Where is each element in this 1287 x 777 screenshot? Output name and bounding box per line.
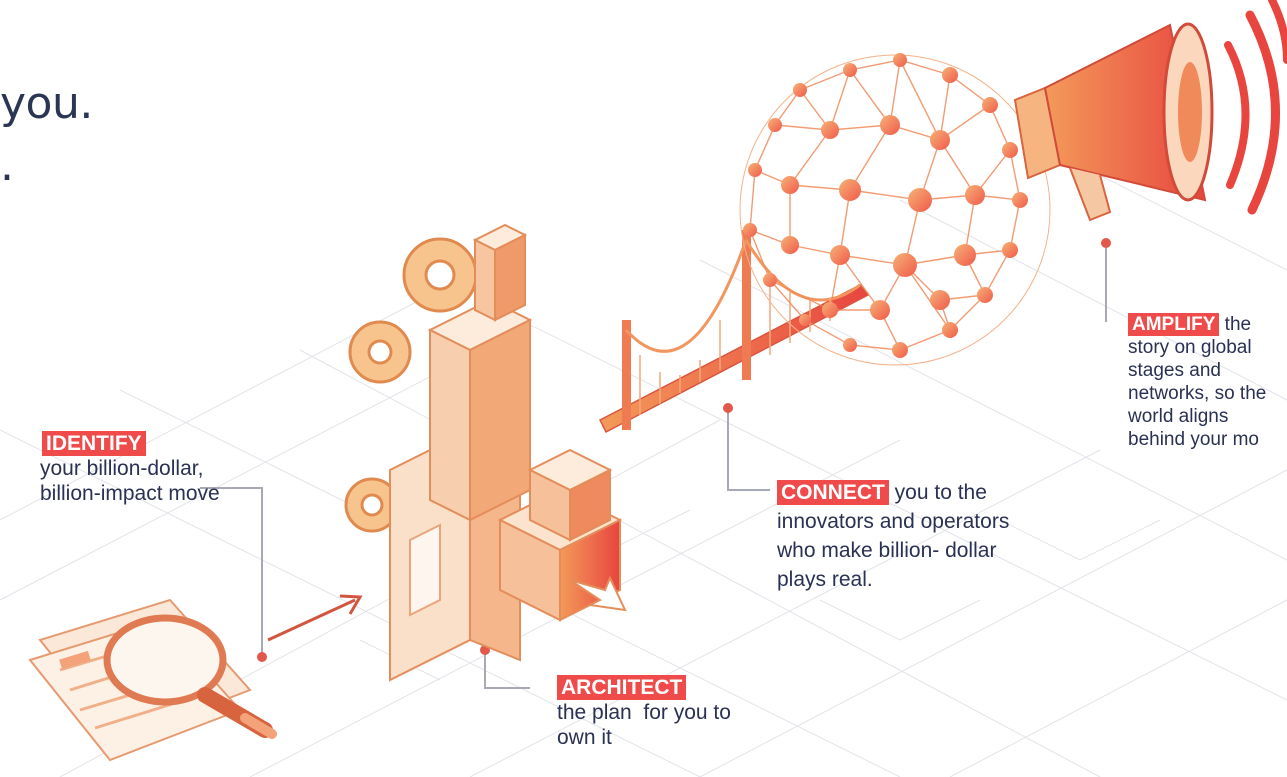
architect-desc-line-1: the plan for you to xyxy=(557,701,731,724)
amplify-desc-line-6: behind your mo xyxy=(1128,429,1259,450)
connect-desc-line-4: plays real. xyxy=(777,568,873,591)
headline-line-1: you. xyxy=(0,78,93,129)
megaphone-icon xyxy=(1013,0,1287,222)
leader-lines xyxy=(200,243,1107,689)
amplify-desc-line-1: the xyxy=(1219,314,1252,335)
connect-desc-line-2: innovators and operators xyxy=(777,510,1010,533)
amplify-desc-line-4: networks, so the xyxy=(1128,383,1267,404)
globe-network-icon xyxy=(739,53,1051,366)
identify-desc-line-1: your billion-dollar, xyxy=(40,457,204,480)
bridge-icon xyxy=(598,230,870,434)
amplify-desc-line-2: story on global xyxy=(1128,337,1252,358)
callout-amplify: AMPLIFY the story on global stages and n… xyxy=(1128,313,1287,451)
identify-tag: IDENTIFY xyxy=(42,431,146,456)
callout-connect: CONNECT you to the innovators and operat… xyxy=(777,480,1107,592)
callout-identify: IDENTIFY your billion-dollar, billion-im… xyxy=(40,431,302,506)
architect-desc-line-2: own it xyxy=(557,726,612,749)
amplify-desc-line-5: world aligns xyxy=(1128,406,1229,427)
amplify-desc-line-3: stages and xyxy=(1128,360,1221,381)
headline-line-2: . xyxy=(0,140,14,191)
magnifier-icon xyxy=(28,598,277,762)
architect-tag: ARCHITECT xyxy=(557,675,687,700)
identify-desc-line-2: billion-impact move xyxy=(40,482,220,505)
flow-arrow xyxy=(267,598,356,642)
callout-architect: ARCHITECT the plan for you to own it xyxy=(557,675,817,750)
connect-tag: CONNECT xyxy=(777,480,889,505)
city-buildings xyxy=(389,223,627,682)
connect-desc-line-1: you to the xyxy=(888,481,987,504)
connect-desc-line-3: who make billion- dollar xyxy=(777,539,997,562)
amplify-tag: AMPLIFY xyxy=(1128,313,1220,336)
